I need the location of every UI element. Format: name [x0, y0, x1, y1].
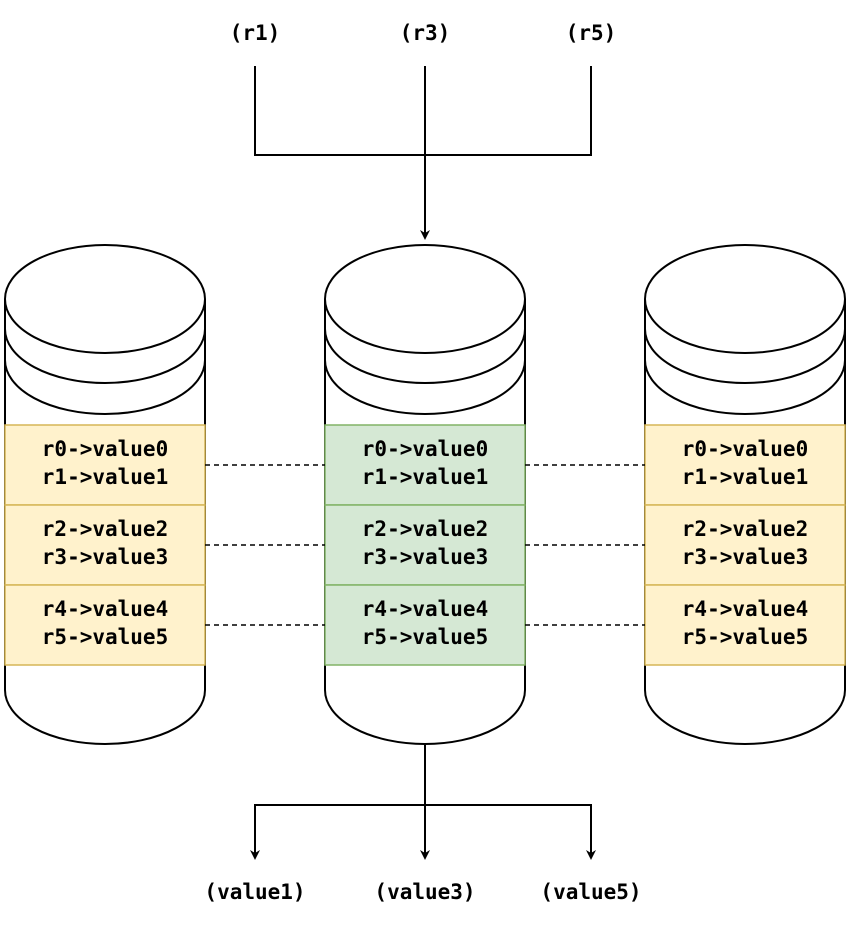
data-cell: [644, 584, 846, 666]
data-cell-entry: r0->value0: [682, 437, 808, 461]
data-cell-entry: r4->value4: [42, 597, 168, 621]
connector-r5: [425, 66, 592, 156]
data-cell-entry: r2->value2: [362, 517, 488, 541]
output-arrow-value5: [425, 804, 596, 860]
output-arrow-value1: [250, 804, 425, 860]
database-node-1: r0->value0 r1->value1 r2->value2 r3->value3…: [4, 244, 206, 745]
database-disk-line-1: [4, 328, 206, 384]
data-cell-entry: r3->value3: [682, 545, 808, 569]
data-cell: [4, 424, 206, 506]
data-cell-entry: r4->value4: [362, 597, 488, 621]
data-cell: [4, 584, 206, 666]
data-cell-entry: r3->value3: [42, 545, 168, 569]
output-connectors: [250, 745, 596, 860]
data-cell-entry: r3->value3: [362, 545, 488, 569]
data-cell-entry: r0->value0: [362, 437, 488, 461]
database-disk-line-2: [324, 359, 526, 415]
data-cell: [324, 424, 526, 506]
database-top: [644, 244, 846, 354]
data-cell-entry: r4->value4: [682, 597, 808, 621]
input-label-r1: (r1): [230, 21, 281, 45]
output-label-value3: (value3): [374, 880, 475, 904]
database-node-2: r0->value0 r1->value1 r2->value2 r3->value3…: [324, 244, 526, 745]
input-label-r5: (r5): [566, 21, 617, 45]
database-top: [324, 244, 526, 354]
data-cell: [644, 424, 846, 506]
data-cell-entry: r1->value1: [362, 465, 488, 489]
connector-r1: [254, 66, 425, 156]
input-label-r3: (r3): [400, 21, 451, 45]
data-cell: [324, 504, 526, 586]
database-disk-line-1: [324, 328, 526, 384]
database-disk-line-2: [644, 359, 846, 415]
database-top: [4, 244, 206, 354]
database-disk-line-2: [4, 359, 206, 415]
data-cell-entry: r5->value5: [42, 625, 168, 649]
data-cell-entry: r2->value2: [42, 517, 168, 541]
data-cell-entry: r1->value1: [42, 465, 168, 489]
output-label-value5: (value5): [540, 880, 641, 904]
input-connectors: [254, 66, 592, 240]
data-cell-entry: r2->value2: [682, 517, 808, 541]
data-cell-entry: r5->value5: [362, 625, 488, 649]
data-cell-entry: r0->value0: [42, 437, 168, 461]
replication-links: [205, 464, 645, 626]
data-cell: [324, 584, 526, 666]
database-node-3: r0->value0 r1->value1 r2->value2 r3->value3…: [644, 244, 846, 745]
data-cell: [644, 504, 846, 586]
database-disk-line-1: [644, 328, 846, 384]
data-cell-entry: r5->value5: [682, 625, 808, 649]
nodes-layer: r0->value0 r1->value1 r2->value2 r3->value3…: [4, 244, 846, 745]
output-label-value1: (value1): [204, 880, 305, 904]
data-cell-entry: r1->value1: [682, 465, 808, 489]
